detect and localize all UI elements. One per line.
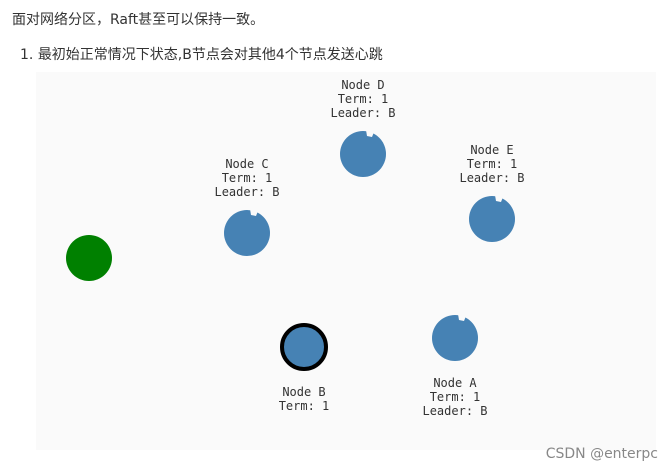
step-number: 1. [20,47,34,63]
node-b-circle [280,323,328,371]
node-e-label-1: Term: 1 [467,157,518,171]
step-text: 最初始正常情况下状态,B节点会对其他4个节点发送心跳 [37,47,383,63]
watermark: CSDN @enterpc [545,446,658,462]
node-a-circle [432,315,478,361]
node-d-circle [340,131,386,177]
step-item: 1. 最初始正常情况下状态,B节点会对其他4个节点发送心跳 [20,44,383,64]
node-d-label-2: Leader: B [330,106,395,120]
node-d-label-1: Term: 1 [338,92,389,106]
node-c-timer-notch [250,209,258,216]
node-b-label-0: Node B [282,385,325,399]
node-d-timer-notch [366,130,374,137]
node-c-label-2: Leader: B [214,185,279,199]
node-e-label-2: Leader: B [459,171,524,185]
node-e-label-0: Node E [470,143,513,157]
node-c-circle [224,210,270,256]
node-a-timer-notch [458,314,466,321]
node-a-label-1: Term: 1 [430,390,481,404]
node-a-label-2: Leader: B [422,404,487,418]
node-e-circle [469,196,515,242]
node-e-timer-notch [495,195,503,202]
intro-text: 面对网络分区，Raft甚至可以保持一致。 [12,12,265,28]
node-c-label-0: Node C [225,157,268,171]
node-a-label-0: Node A [433,376,477,390]
node-b-label-1: Term: 1 [279,399,330,413]
node-c-label-1: Term: 1 [222,171,273,185]
heartbeat-message-dot [66,235,112,281]
node-d-label-0: Node D [341,78,384,92]
